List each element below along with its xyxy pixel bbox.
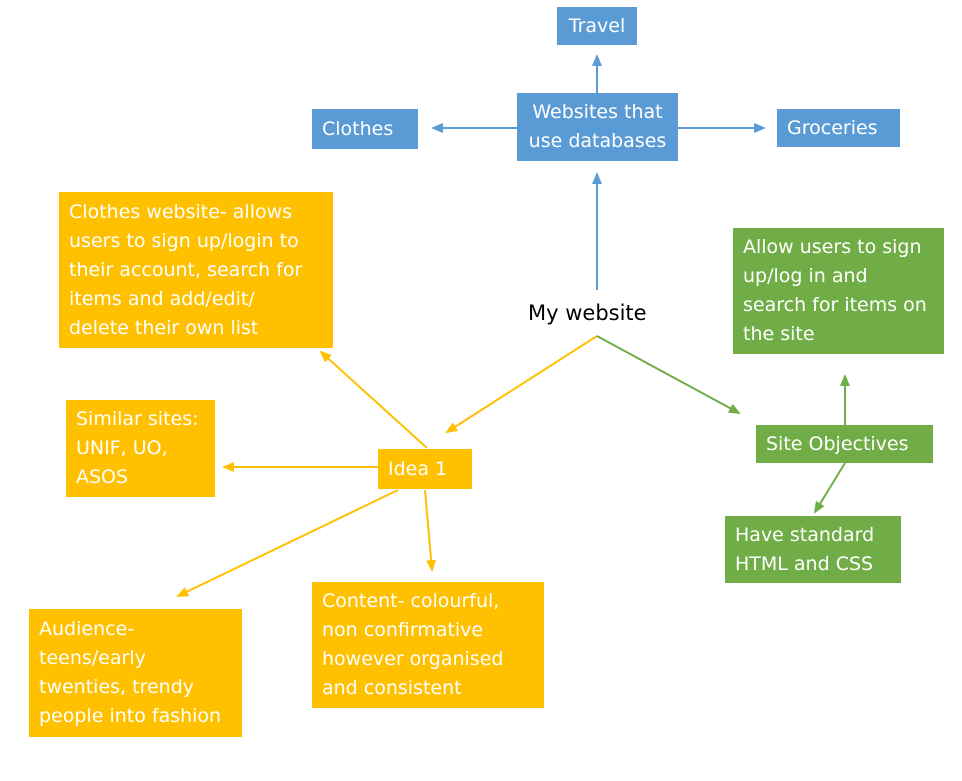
arrow-idea1-to-content [424, 489, 437, 572]
arrow-site-objectives-to-standard-html [813, 462, 846, 514]
node-allow-users: Allow users to sign up/log in and search… [733, 228, 944, 354]
node-idea-1: Idea 1 [378, 449, 472, 489]
arrow-idea1-to-audience [176, 489, 399, 597]
node-my-website: My website [528, 301, 647, 325]
node-content: Content- colourful, non confirmative how… [312, 582, 544, 708]
arrow-idea1-to-clothes-website [319, 350, 428, 449]
node-standard-html-css: Have standard HTML and CSS [725, 516, 901, 583]
node-websites-that-use-databases: Websites that use databases [517, 93, 678, 161]
node-audience: Audience- teens/early twenties, trendy p… [29, 609, 242, 737]
node-site-objectives: Site Objectives [756, 425, 933, 463]
node-travel: Travel [557, 7, 637, 45]
arrow-mywebsite-to-site-objectives [596, 335, 741, 414]
node-clothes-website: Clothes website- allows users to sign up… [59, 192, 333, 348]
arrow-mywebsite-to-idea1 [445, 335, 598, 434]
node-clothes: Clothes [312, 109, 418, 149]
node-similar-sites: Similar sites: UNIF, UO, ASOS [66, 400, 215, 497]
node-groceries: Groceries [777, 109, 900, 147]
